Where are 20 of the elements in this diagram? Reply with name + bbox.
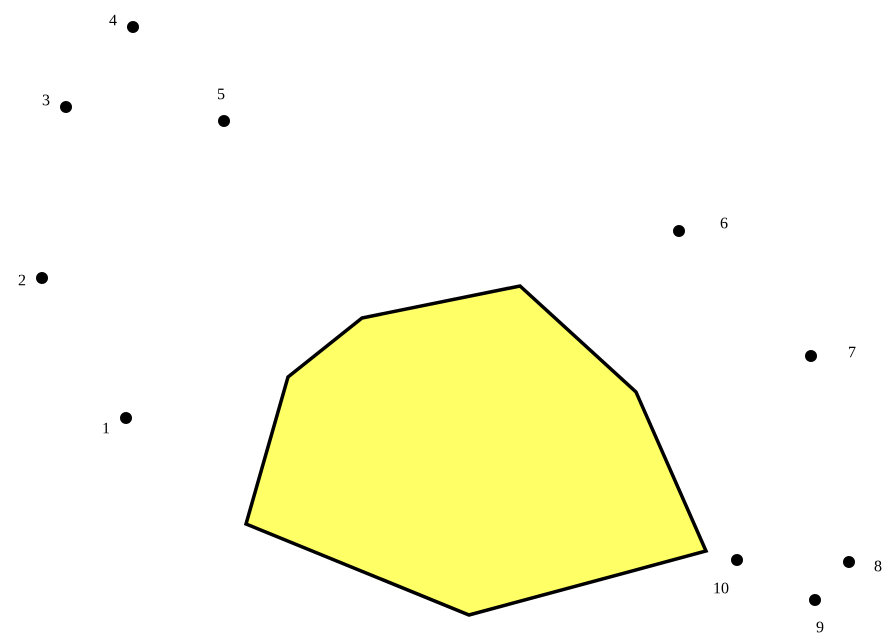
point-number: 8 (874, 560, 882, 572)
point-dot (673, 224, 685, 237)
point-number: 6 (720, 218, 728, 228)
point-dot (36, 272, 48, 284)
point-dot (805, 350, 817, 362)
point-dot (731, 554, 743, 566)
point-number: 4 (109, 14, 117, 26)
point-dot (127, 21, 139, 33)
point-number: 9 (816, 622, 824, 632)
point-dot (809, 594, 821, 606)
point-number: 7 (849, 346, 856, 358)
point-number: 10 (714, 582, 728, 594)
point-number: 3 (42, 94, 50, 106)
point-dot (60, 101, 72, 113)
point-dot (120, 412, 132, 424)
point-dot (843, 556, 855, 568)
point-number: 1 (103, 422, 110, 434)
point-number: 2 (18, 274, 26, 286)
point-dot (218, 115, 230, 127)
point-number: 5 (218, 88, 224, 100)
